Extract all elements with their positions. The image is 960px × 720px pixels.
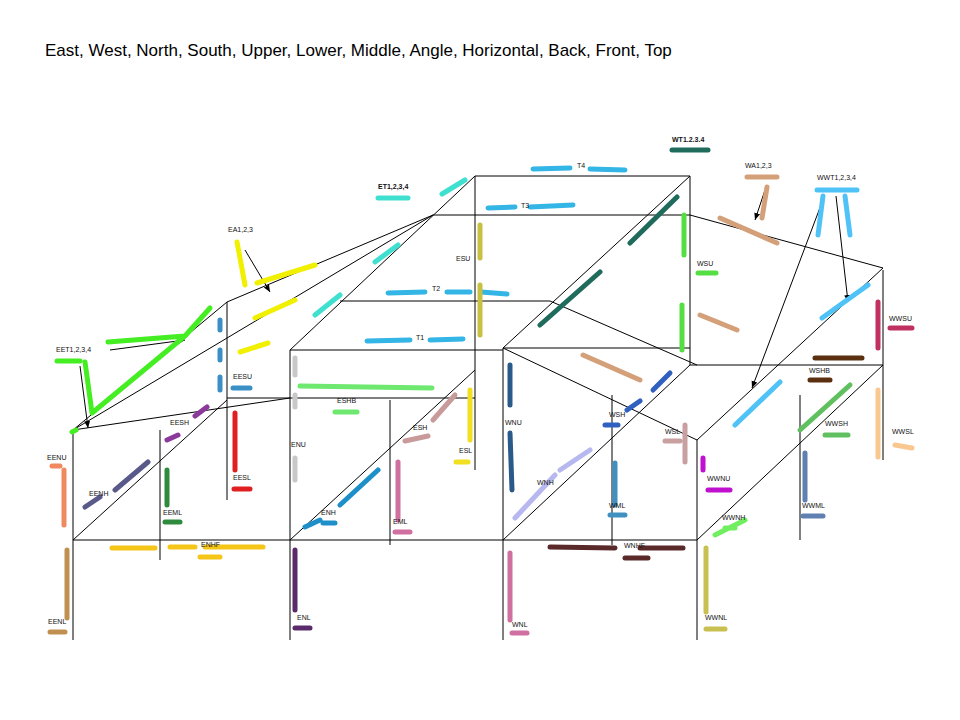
color-mark [510, 365, 512, 490]
color-mark [112, 547, 263, 557]
frame-diagonals [73, 176, 883, 540]
color-mark [295, 550, 310, 628]
color-mark [878, 390, 912, 457]
part-label: EEML [163, 509, 182, 517]
part-label: WSU [697, 260, 713, 268]
color-marks [50, 150, 912, 633]
part-label: WWSL [892, 428, 914, 436]
part-label: EESH [170, 419, 189, 427]
color-mark [237, 242, 315, 352]
color-mark [515, 450, 590, 518]
part-label: WA1,2,3 [745, 162, 772, 170]
frame-verticals [73, 176, 883, 640]
diagram-title: East, West, North, South, Upper, Lower, … [45, 41, 672, 61]
part-label: EENH [89, 490, 108, 498]
part-label: EENL [48, 618, 66, 626]
part-label: EESU [233, 373, 252, 381]
color-mark [478, 225, 483, 335]
part-label: WWNL [705, 614, 727, 622]
part-label: WWSH [825, 420, 848, 428]
part-label: T1 [416, 334, 424, 342]
part-label: T3 [521, 202, 529, 210]
leader-arrow [245, 250, 270, 292]
part-label: WNHF [624, 542, 645, 550]
part-label: ESH [413, 424, 427, 432]
part-label: ENHF [201, 541, 220, 549]
part-label: WNU [505, 419, 522, 427]
color-mark [878, 302, 912, 348]
color-mark [300, 386, 432, 412]
part-label: ENL [297, 614, 311, 622]
part-label: EESL [233, 474, 251, 482]
part-label: T4 [577, 162, 585, 170]
part-label: WWT1,2,3,4 [817, 174, 856, 182]
color-mark [293, 358, 298, 480]
part-label: ET1,2,3,4 [378, 183, 408, 191]
color-mark [305, 470, 378, 527]
color-mark [367, 168, 625, 341]
part-label: WSL [665, 428, 680, 436]
part-label: ESHB [337, 397, 356, 405]
part-label: T2 [432, 285, 440, 293]
part-label: EA1,2,3 [228, 226, 253, 234]
part-label: EML [393, 518, 407, 526]
color-mark [800, 385, 850, 435]
part-label: WML [609, 502, 625, 510]
color-mark [703, 458, 730, 490]
part-label: WSHB [809, 367, 830, 375]
part-label: EET1,2,3,4 [56, 346, 91, 354]
frame-horizontals [73, 176, 883, 540]
part-label: WNH [537, 479, 554, 487]
color-mark [715, 520, 745, 535]
part-label: ESL [459, 447, 472, 455]
frame-lines [73, 176, 883, 640]
color-mark [57, 308, 210, 432]
color-mark [405, 395, 455, 441]
part-label: ESU [456, 255, 470, 263]
part-label: WNL [512, 621, 528, 629]
color-mark [52, 466, 64, 525]
color-mark [234, 413, 250, 489]
color-mark [810, 358, 862, 380]
part-label: WWSU [889, 315, 912, 323]
part-label: WWNU [707, 475, 730, 483]
part-label: ENH [321, 509, 336, 517]
color-mark [167, 407, 207, 440]
color-mark [682, 215, 716, 350]
color-mark [550, 547, 683, 558]
part-label: WWML [802, 502, 825, 510]
color-mark [605, 373, 670, 425]
part-label: WSH [609, 411, 625, 419]
color-mark [85, 462, 148, 507]
part-label: ENU [291, 441, 306, 449]
part-label: EENU [47, 454, 66, 462]
part-label: WWNH [722, 514, 745, 522]
color-mark [583, 177, 777, 380]
part-label: WT1.2.3.4 [672, 136, 704, 144]
color-mark [610, 463, 625, 515]
color-mark [665, 425, 685, 462]
color-mark [395, 462, 527, 633]
